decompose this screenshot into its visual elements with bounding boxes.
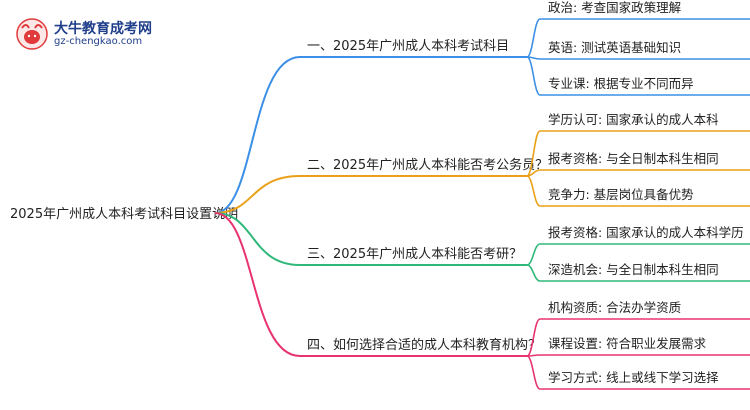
child-connector-4-1	[526, 318, 541, 357]
root-connector-4	[214, 212, 301, 357]
child-connector-1-3	[526, 56, 541, 96]
child-connector-2-1	[526, 130, 541, 177]
brand-url: gz-chengkao.com	[54, 36, 143, 47]
subtopic-3-1[interactable]: 报考资格: 国家承认的成人本科学历	[548, 225, 744, 240]
root-topic[interactable]: 2025年广州成人本科考试科目设置说明	[10, 207, 238, 222]
site-logo[interactable]: 大牛教育成考网 gz-chengkao.com	[14, 16, 164, 52]
branch-topic-3[interactable]: 三、2025年广州成人本科能否考研？	[307, 247, 522, 262]
branch-topic-1[interactable]: 一、2025年广州成人本科考试科目	[307, 39, 509, 54]
child-connector-1-1	[526, 18, 541, 58]
root-connector-1	[214, 56, 301, 214]
subtopic-4-2[interactable]: 课程设置: 符合职业发展需求	[548, 336, 707, 351]
child-connector-4-3	[526, 355, 541, 390]
subtopic-1-2[interactable]: 英语: 测试英语基础知识	[548, 40, 681, 55]
subtopic-1-3[interactable]: 专业课: 根据专业不同而异	[548, 76, 694, 91]
child-connector-2-3	[526, 175, 541, 207]
subtopic-4-3[interactable]: 学习方式: 线上或线下学习选择	[548, 370, 719, 385]
subtopic-4-1[interactable]: 机构资质: 合法办学资质	[548, 300, 681, 315]
subtopic-3-2[interactable]: 深造机会: 与全日制本科生相同	[548, 262, 719, 277]
child-connector-4-2	[526, 354, 541, 357]
branch-topic-4[interactable]: 四、如何选择合适的成人本科教育机构？	[307, 337, 541, 353]
subtopic-2-2[interactable]: 报考资格: 与全日制本科生相同	[548, 151, 719, 166]
subtopic-2-1[interactable]: 学历认可: 国家承认的成人本科	[548, 112, 719, 127]
root-connector-3	[214, 212, 301, 266]
brand-name: 大牛教育成考网	[54, 21, 152, 37]
child-connector-3-1	[526, 243, 541, 266]
subtopic-2-3[interactable]: 竞争力: 基层岗位具备优势	[548, 187, 694, 202]
child-connector-3-2	[526, 264, 541, 282]
branch-topic-2[interactable]: 二、2025年广州成人本科能否考公务员？	[307, 157, 548, 173]
root-connector-2	[214, 175, 301, 214]
subtopic-1-1[interactable]: 政治: 考查国家政策理解	[548, 0, 681, 15]
bull-mascot-icon	[16, 18, 48, 50]
